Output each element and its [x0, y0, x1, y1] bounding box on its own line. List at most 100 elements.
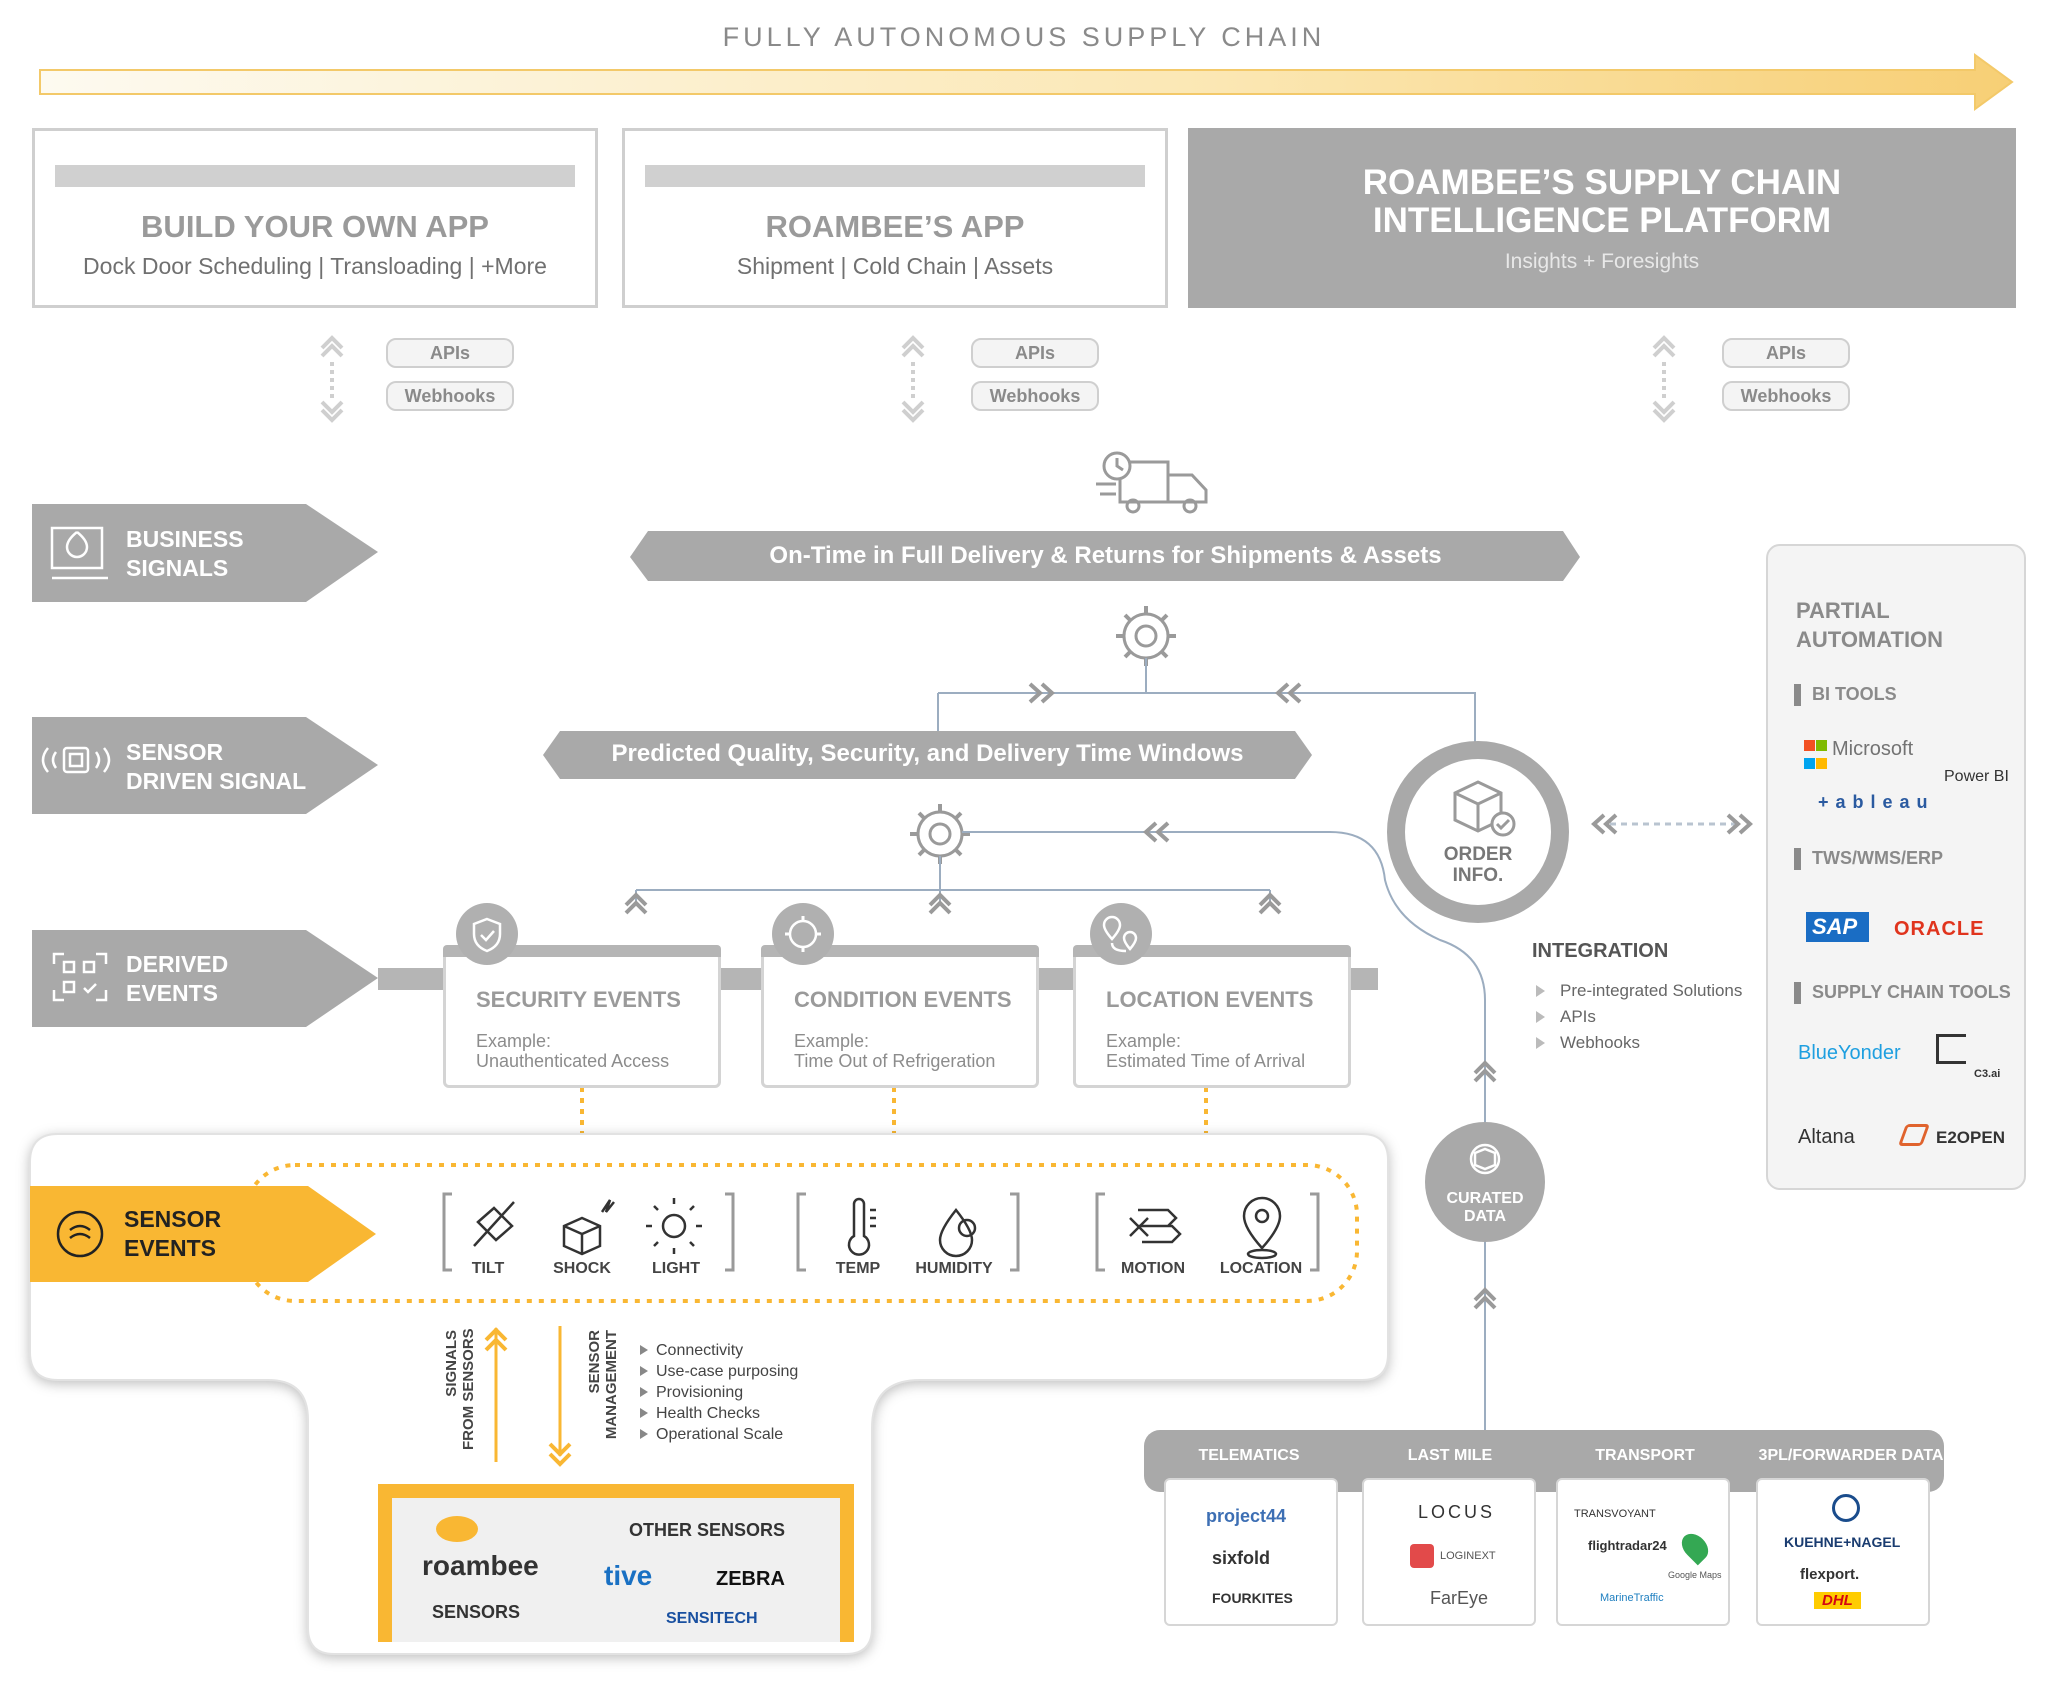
business-band	[630, 531, 1580, 581]
e2open-logo: E2OPEN	[1936, 1128, 2005, 1147]
supply-chain-tools-heading: SUPPLY CHAIN TOOLS	[1794, 982, 2011, 1004]
c3-icon	[1936, 1034, 1966, 1064]
app-subtitle: Shipment | Cold Chain | Assets	[736, 253, 1054, 279]
project44-logo: project44	[1206, 1506, 1287, 1526]
app-subtitle: Dock Door Scheduling | Transloading | +M…	[83, 253, 547, 279]
build-your-own-app-box[interactable]: BUILD YOUR OWN APP Dock Door Scheduling …	[32, 128, 598, 308]
roambee-sensors-card[interactable]: roambee SENSORS	[378, 1484, 574, 1642]
platform-box[interactable]: ROAMBEE’S SUPPLY CHAIN INTELLIGENCE PLAT…	[1188, 128, 2016, 308]
truck-icon	[1096, 451, 1208, 514]
apis-pill[interactable]: APIs	[971, 338, 1099, 368]
tws-heading: TWS/WMS/ERP	[1794, 848, 1943, 870]
sap-logo: SAP	[1806, 912, 1870, 942]
telematics-heading: TELEMATICS	[1198, 1447, 1300, 1464]
business-signals-shape	[32, 504, 378, 603]
tableau-logo: + a b l e a u	[1818, 792, 1929, 812]
webhooks-pill[interactable]: Webhooks	[971, 381, 1099, 411]
transport-card[interactable]: TRANSVOYANT flightradar24 Google Maps Ma…	[1556, 1478, 1730, 1626]
location-pin-icon	[1242, 1196, 1282, 1260]
transvoyant-logo: TRANSVOYANT	[1574, 1508, 1656, 1520]
sensor-motion-label: MOTION	[1121, 1260, 1185, 1277]
light-icon	[646, 1198, 702, 1254]
blueyonder-logo: BlueYonder	[1798, 1042, 1901, 1064]
shock-icon	[562, 1199, 615, 1256]
platform-title-line2: INTELLIGENCE PLATFORM	[1372, 201, 1832, 240]
security-events-card[interactable]: SECURITY EVENTS Example:Unauthenticated …	[443, 945, 721, 1088]
curated-data-circle	[1425, 1122, 1545, 1242]
oracle-logo: ORACLE	[1894, 918, 1985, 940]
app-title: ROAMBEE’S APP	[765, 209, 1025, 244]
derived-events-shape	[32, 930, 378, 1027]
roambee-logo: roambee	[422, 1550, 539, 1581]
flexport-logo: flexport.	[1800, 1566, 1860, 1583]
sensor-region-panel	[29, 1133, 1389, 1655]
webhooks-pill[interactable]: Webhooks	[386, 381, 514, 411]
kuehne-nagel-logo: KUEHNE+NAGEL	[1784, 1534, 1901, 1550]
sensor-shock-label: SHOCK	[553, 1260, 611, 1277]
event-title: SECURITY EVENTS	[476, 987, 681, 1012]
tilt-icon	[473, 1201, 515, 1247]
sensor-tilt-label: TILT	[471, 1260, 505, 1277]
fourkites-logo: FOURKITES	[1212, 1590, 1293, 1606]
route-pin-icon	[1090, 903, 1152, 965]
sensor-humidity-label: HUMIDITY	[915, 1260, 993, 1277]
flightradar-logo: flightradar24	[1588, 1538, 1667, 1553]
event-example: Example:Time Out of Refrigeration	[794, 1031, 996, 1071]
package-icon	[1453, 780, 1516, 837]
bee-icon	[436, 1516, 478, 1542]
loginext-logo: LOGINEXT	[1440, 1550, 1496, 1562]
platform-title-line1: ROAMBEE’S SUPPLY CHAIN	[1362, 163, 1842, 202]
google-maps-logo: Google Maps	[1668, 1570, 1722, 1580]
telematics-card[interactable]: project44 sixfold FOURKITES	[1164, 1478, 1338, 1626]
roambee-app-box[interactable]: ROAMBEE’S APP Shipment | Cold Chain | As…	[622, 128, 1168, 308]
map-pin-icon	[1676, 1528, 1714, 1566]
loginext-icon	[1410, 1544, 1434, 1568]
locus-logo: LOCUS	[1418, 1502, 1496, 1522]
transport-heading: TRANSPORT	[1595, 1447, 1695, 1464]
powerbi-logo: Power BI	[1944, 768, 2009, 785]
event-title: LOCATION EVENTS	[1106, 987, 1314, 1012]
page-title: FULLY AUTONOMOUS SUPPLY CHAIN	[722, 22, 1326, 52]
sensor-location-label: LOCATION	[1219, 1260, 1303, 1277]
other-sensors-title: OTHER SENSORS	[628, 1520, 786, 1540]
altana-logo: Altana	[1798, 1126, 1855, 1148]
sensor-signal-shape	[32, 717, 378, 814]
bi-tools-heading: BI TOOLS	[1794, 684, 1897, 706]
apis-pill[interactable]: APIs	[1722, 338, 1850, 368]
last-mile-card[interactable]: LOCUS LOGINEXT FarEye	[1362, 1478, 1536, 1626]
apis-pill[interactable]: APIs	[386, 338, 514, 368]
other-sensors-card[interactable]: OTHER SENSORS tive ZEBRA SENSITECH	[574, 1484, 854, 1642]
location-events-card[interactable]: LOCATION EVENTS Example:Estimated Time o…	[1073, 945, 1351, 1088]
temp-icon	[847, 1197, 876, 1256]
condition-events-card[interactable]: CONDITION EVENTS Example:Time Out of Ref…	[761, 945, 1039, 1088]
event-title: CONDITION EVENTS	[794, 987, 1012, 1012]
c3-logo: C3.ai	[1974, 1068, 2001, 1080]
sensor-events-shape	[30, 1186, 376, 1282]
microsoft-text: Microsoft	[1832, 738, 1914, 760]
sensor-band-text: Predicted Quality, Security, and Deliver…	[611, 740, 1244, 767]
event-example: Example:Unauthenticated Access	[476, 1031, 670, 1071]
integration-title: INTEGRATION	[1532, 940, 1669, 962]
forwarder-card[interactable]: KUEHNE+NAGEL flexport. DHL	[1756, 1478, 1930, 1626]
sensor-temp-label: TEMP	[835, 1260, 881, 1277]
integration-list: Pre-integrated Solutions APIs Webhooks	[1532, 978, 1742, 1056]
webhooks-pill[interactable]: Webhooks	[1722, 381, 1850, 411]
motion-icon	[1129, 1208, 1182, 1244]
business-band-text: On-Time in Full Delivery & Returns for S…	[769, 542, 1442, 569]
event-example: Example:Estimated Time of Arrival	[1106, 1031, 1306, 1071]
humidity-icon	[938, 1207, 977, 1258]
condition-gear-icon	[772, 903, 834, 965]
dhl-logo: DHL	[1814, 1592, 1861, 1609]
autonomous-arrow	[39, 53, 2014, 111]
roambee-sensors-label: SENSORS	[431, 1602, 521, 1622]
